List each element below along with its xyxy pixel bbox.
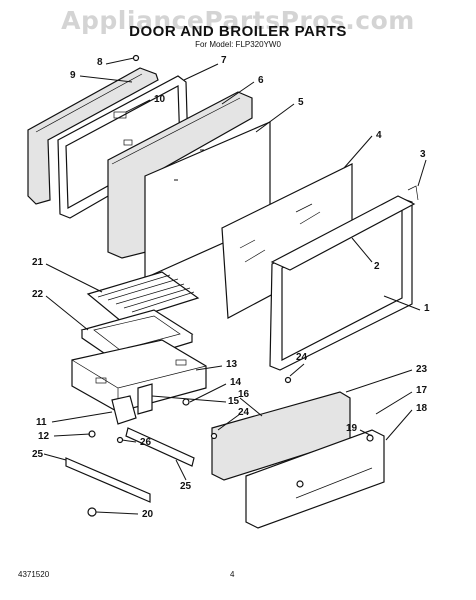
model-label: For Model: FLP320YW0	[195, 40, 281, 49]
callout-12: 12	[38, 431, 50, 442]
callout-1: 1	[424, 303, 430, 314]
document-number: 4371520	[18, 570, 50, 579]
callout-26: 26	[140, 437, 152, 448]
part-17-drawer-front	[210, 376, 385, 529]
callout-13: 13	[226, 359, 238, 370]
watermark: AppliancePartsPros.com	[61, 6, 415, 35]
callout-7: 7	[221, 55, 227, 66]
part-21-broiler-rack	[86, 271, 200, 323]
part-11-drawer-slide	[88, 383, 190, 438]
page-number: 4	[230, 570, 235, 579]
callout-17: 17	[416, 385, 428, 396]
callout-21: 21	[32, 257, 44, 268]
callout-18: 18	[416, 403, 428, 414]
part-25-lower-rail	[65, 457, 151, 517]
callout-leaders	[43, 57, 427, 515]
callout-10: 10	[154, 94, 166, 105]
part-13-broiler-drawer	[71, 339, 207, 413]
callout-22: 22	[32, 289, 44, 300]
callout-25-left: 25	[32, 449, 44, 460]
callout-24-top: 24	[296, 352, 308, 363]
callout-23: 23	[416, 364, 428, 375]
callout-16: 16	[238, 389, 250, 400]
part-1-outer-door	[269, 185, 419, 371]
callout-11: 11	[36, 417, 47, 428]
callout-3: 3	[420, 149, 426, 160]
callout-9: 9	[70, 70, 76, 81]
callout-19: 19	[346, 423, 358, 434]
part-26-drawer-rail	[116, 427, 195, 467]
callout-8: 8	[97, 57, 103, 68]
callout-15: 15	[228, 396, 240, 407]
part-9-door-gasket	[27, 67, 159, 205]
callout-5: 5	[298, 97, 304, 108]
diagram-title: DOOR AND BROILER PARTS	[129, 23, 347, 40]
callout-14: 14	[230, 377, 242, 388]
callout-20: 20	[142, 509, 154, 520]
callout-24-mid: 24	[238, 407, 250, 418]
callout-4: 4	[376, 130, 382, 141]
callout-25-right: 25	[180, 481, 192, 492]
callout-6: 6	[258, 75, 264, 86]
callout-2: 2	[374, 261, 380, 272]
